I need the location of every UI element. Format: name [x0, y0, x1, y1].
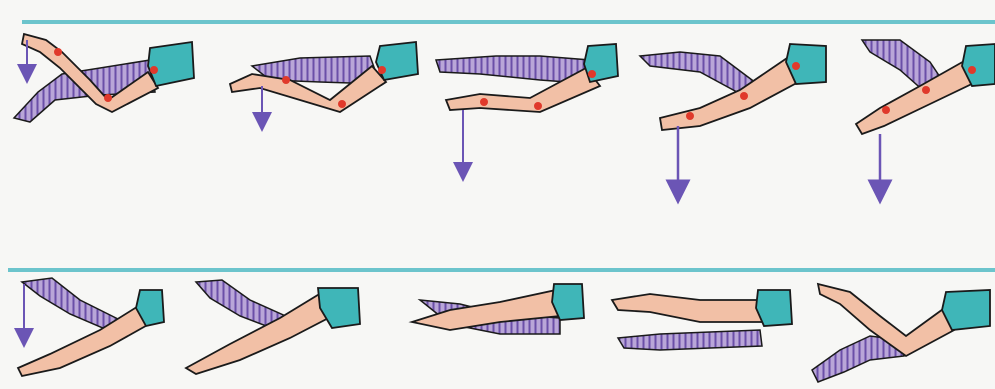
shorts [318, 288, 360, 328]
shorts [148, 42, 194, 86]
trailing-leg-striped [618, 330, 762, 350]
hip-joint [378, 66, 386, 74]
bottom-figure-4 [612, 290, 792, 350]
knee-joint [534, 102, 542, 110]
hip-joint [588, 70, 596, 78]
ankle-joint [686, 112, 694, 120]
knee-joint [740, 92, 748, 100]
shorts [552, 284, 584, 320]
knee-joint [922, 86, 930, 94]
bottom-figure-2 [186, 280, 360, 374]
shorts [376, 42, 418, 80]
hip-joint [792, 62, 800, 70]
shorts [756, 290, 792, 326]
ankle-joint [54, 48, 62, 56]
shorts [942, 290, 990, 330]
top-figure-4 [640, 44, 826, 192]
bottom-figure-5 [812, 284, 990, 382]
ankle-joint [882, 106, 890, 114]
knee-joint [104, 94, 112, 102]
top-figure-1 [14, 34, 194, 122]
hip-joint [150, 66, 158, 74]
top-figure-2 [230, 42, 418, 122]
hip-joint [968, 66, 976, 74]
ankle-joint [282, 76, 290, 84]
bottom-figure-3 [412, 284, 584, 334]
kicking-leg [186, 290, 340, 374]
top-figure-5 [856, 40, 995, 192]
kicking-leg [612, 294, 764, 322]
trailing-leg-striped [22, 278, 120, 332]
bottom-figure-1 [18, 278, 164, 376]
top-figure-3 [436, 44, 618, 172]
knee-joint [338, 100, 346, 108]
ankle-joint [480, 98, 488, 106]
